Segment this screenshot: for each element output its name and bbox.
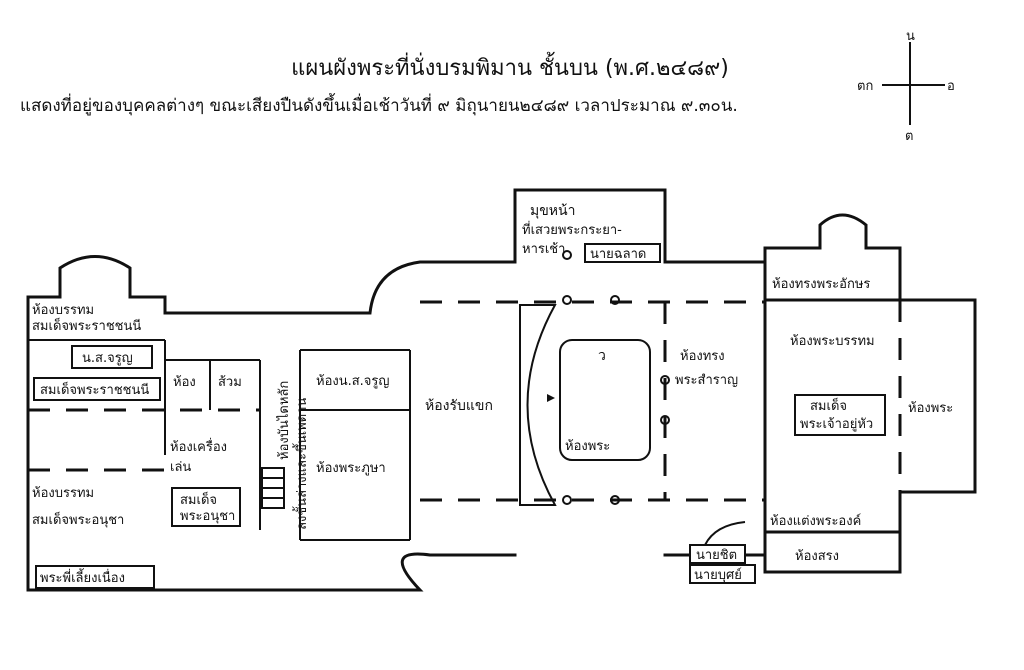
person-center: ว bbox=[598, 348, 606, 364]
person-arrow bbox=[704, 521, 746, 546]
room-king-bed: ห้องพระบรรทม bbox=[790, 334, 875, 349]
room-hall-center: ห้องพระ bbox=[565, 439, 610, 454]
person-ns-charoon: น.ส.จรูญ bbox=[82, 351, 133, 366]
room-shrine: ห้องพระ bbox=[908, 401, 953, 416]
room-queen-bed-1: ห้องบรรทม bbox=[32, 303, 94, 318]
person-nanny: พระพี่เลี้ยงเนื่อง bbox=[40, 568, 125, 586]
column bbox=[562, 295, 572, 305]
compass-south: ต bbox=[905, 129, 913, 144]
room-changing: ห้องทรงพระอักษร bbox=[772, 277, 870, 292]
person-queen-mother: สมเด็จพระราชชนนี bbox=[40, 380, 149, 398]
room-entrance-1: มุขหน้า bbox=[530, 203, 575, 219]
room-queen-bed-2: สมเด็จพระราชชนนี bbox=[32, 316, 141, 334]
column bbox=[610, 295, 620, 305]
center-niche bbox=[559, 339, 651, 461]
column bbox=[562, 250, 572, 260]
person-chit: นายชิต bbox=[696, 548, 737, 563]
person-but: นายบุศย์ bbox=[694, 567, 742, 583]
person-prince-2: พระอนุชา bbox=[180, 509, 235, 524]
person-king-1: สมเด็จ bbox=[810, 396, 847, 414]
room-reception: ห้องรับแขก bbox=[425, 398, 493, 414]
room-toilet-left: ส้วม bbox=[218, 375, 242, 390]
room-worship: ห้องพระภูษา bbox=[316, 461, 386, 476]
column bbox=[562, 495, 572, 505]
room-bath: ห้องสรง bbox=[795, 549, 839, 564]
people: น.ส.จรูญ สมเด็จพระราชชนนี สมเด็จ พระอนุช… bbox=[33, 243, 886, 589]
person-box bbox=[689, 564, 756, 584]
column bbox=[660, 415, 670, 425]
room-entrance-3: หารเช้า bbox=[522, 242, 565, 257]
room-instrument-2: เล่น bbox=[170, 460, 191, 475]
column bbox=[660, 375, 670, 385]
person-box bbox=[794, 394, 886, 436]
wall-left-bottom bbox=[26, 295, 517, 592]
wall-outer-top bbox=[26, 188, 977, 574]
compass: น อ ต ตก bbox=[857, 29, 955, 144]
room-princess-2: สมเด็จพระอนุชา bbox=[32, 510, 124, 528]
columns bbox=[562, 250, 670, 505]
room-small: ห้อง bbox=[173, 375, 196, 390]
room-instrument-1: ห้องเครื่อง bbox=[170, 438, 227, 455]
room-music-2: พระสำราญ bbox=[675, 373, 738, 388]
person-king-2: พระเจ้าอยู่หัว bbox=[800, 417, 873, 432]
compass-north: น bbox=[906, 29, 915, 44]
room-labels: ห้องบรรทม สมเด็จพระราชชนนี ห้อง ส้วม ห้อ… bbox=[32, 203, 953, 564]
compass-east: อ bbox=[947, 79, 955, 94]
room-attendant: ห้องน.ส.จรูญ bbox=[316, 374, 390, 389]
person-chalieo: นายฉลาด bbox=[590, 247, 646, 262]
person-box bbox=[71, 345, 153, 369]
room-princess-1: ห้องบรรทม bbox=[32, 486, 94, 501]
room-music-1: ห้องทรง bbox=[680, 349, 725, 364]
compass-west: ตก bbox=[857, 79, 873, 94]
diagram-subtitle: แสดงที่อยู่ของบุคคลต่างๆ ขณะเสียงปืนดังข… bbox=[20, 96, 738, 116]
room-stair-1: ห้องบันไดหลัก bbox=[276, 381, 292, 460]
person-box bbox=[584, 243, 661, 263]
person-box bbox=[171, 487, 241, 527]
interior-walls bbox=[28, 300, 765, 541]
person-box bbox=[689, 544, 746, 564]
diagram-title: แผนผังพระที่นั่งบรมพิมาน ชั้นบน (พ.ศ.๒๔๘… bbox=[291, 56, 729, 81]
person-box bbox=[35, 565, 155, 589]
person-prince-1: สมเด็จ bbox=[180, 490, 217, 508]
person-box bbox=[33, 377, 161, 401]
room-entrance-2: ที่เสวยพระกระยา- bbox=[522, 221, 622, 238]
room-stair-2: ลงชั้นล่างและขึ้นเพดาน bbox=[292, 398, 310, 530]
person-marker bbox=[547, 394, 555, 402]
outer-walls bbox=[26, 188, 977, 592]
column bbox=[610, 495, 620, 505]
grand-staircase bbox=[518, 304, 557, 506]
room-dressing: ห้องแต่งพระองค์ bbox=[770, 513, 861, 529]
